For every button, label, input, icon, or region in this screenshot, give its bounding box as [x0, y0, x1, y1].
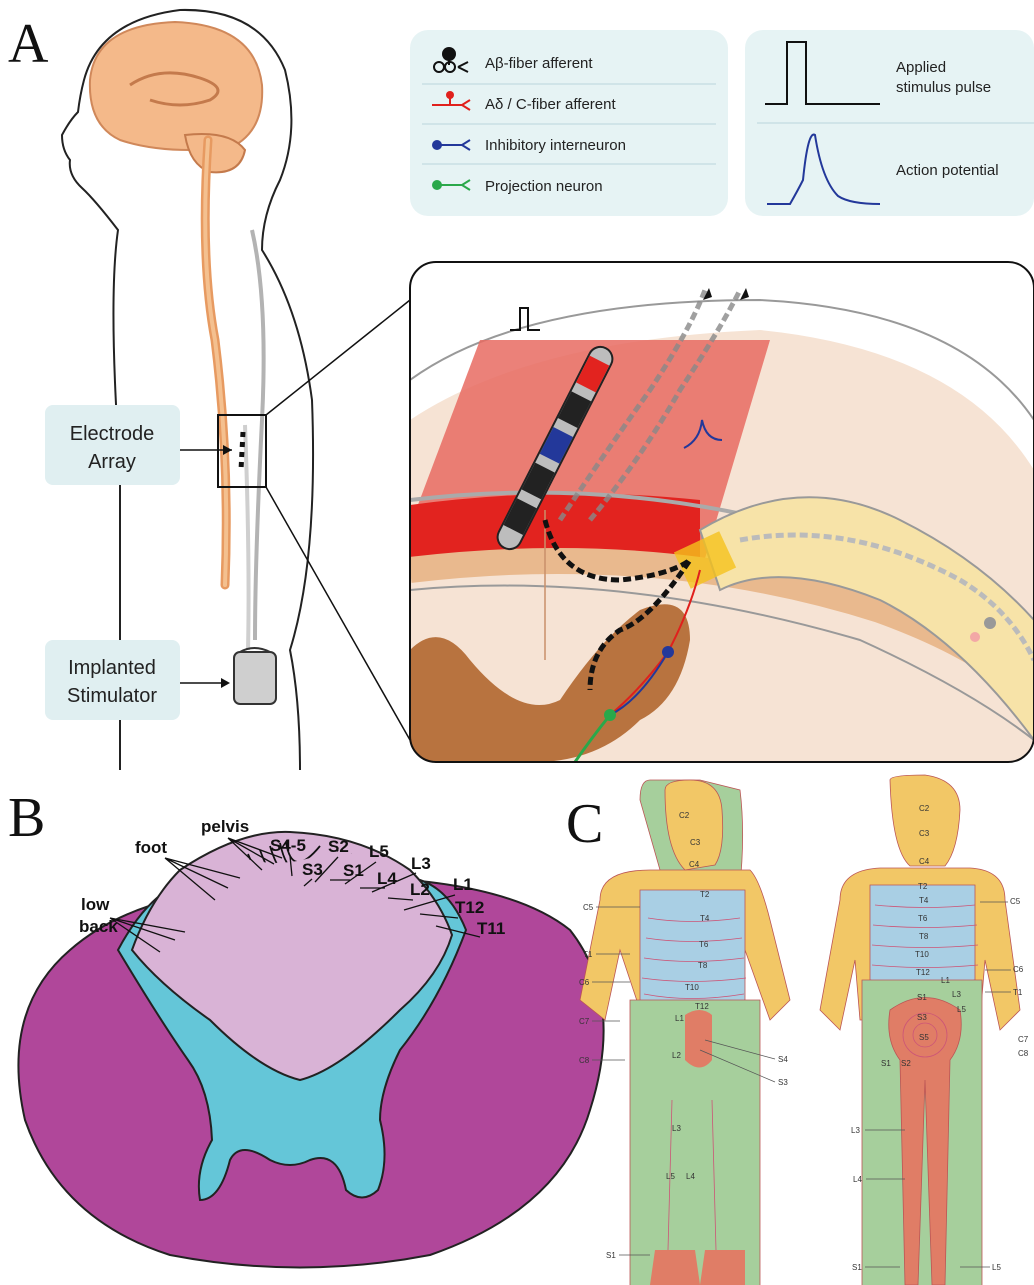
back-s1-lower-label: S1: [881, 1059, 891, 1068]
back-l1-label: L1: [941, 976, 950, 985]
panel-letter-c: C: [566, 793, 603, 855]
back-t10-label: T10: [915, 950, 929, 959]
front-t12-label: T12: [695, 1002, 709, 1011]
back-c2-label: C2: [919, 804, 930, 813]
front-c3-label: C3: [690, 838, 701, 847]
back-s2-label: S2: [901, 1059, 911, 1068]
label-foot: foot: [135, 838, 167, 857]
brain-illustration: [90, 22, 262, 172]
front-c5-label: C5: [583, 903, 594, 912]
back-t2-label: T2: [918, 882, 928, 891]
legend-label-projection: Projection neuron: [485, 178, 603, 195]
panel-letter-a: A: [8, 13, 49, 75]
back-c3-label: C3: [919, 829, 930, 838]
legend-label-ad-c-fiber: Aδ / C-fiber afferent: [485, 96, 616, 113]
back-c7-label: C7: [1018, 1035, 1029, 1044]
back-l4-label: L4: [853, 1175, 862, 1184]
dermatome-back-view: C2 C3 C4 T2 T4 T6 T8 T10 T12 C5 C6 T1 L1…: [820, 775, 1029, 1285]
back-t8-label: T8: [919, 932, 929, 941]
label-s4-5: S4-5: [270, 836, 306, 855]
back-s1-label: S1: [917, 993, 927, 1002]
label-l5: L5: [369, 842, 389, 861]
label-pelvis: pelvis: [201, 817, 249, 836]
front-c6-label: C6: [579, 978, 590, 987]
front-c4-label: C4: [689, 860, 700, 869]
back-t12-label: T12: [916, 968, 930, 977]
back-t4-label: T4: [919, 896, 929, 905]
back-t1-label: T1: [1013, 988, 1023, 997]
front-c8-label: C8: [579, 1056, 590, 1065]
front-l4-label: L4: [686, 1172, 695, 1181]
spinal-cord-inset: [410, 262, 1034, 762]
legend-label-inhibitory: Inhibitory interneuron: [485, 137, 626, 154]
back-c6-label: C6: [1013, 965, 1024, 974]
front-l5-label: L5: [666, 1172, 675, 1181]
label-l1: L1: [453, 875, 473, 894]
stimulator-label-line-1: Implanted: [68, 657, 156, 679]
electrode-label-line-2: Array: [88, 451, 136, 473]
front-t1-label: T1: [583, 950, 593, 959]
stimulator-device: [234, 648, 276, 704]
front-s4-label: S4: [778, 1055, 788, 1064]
back-c5-label: C5: [1010, 897, 1021, 906]
front-t2-label: T2: [700, 890, 710, 899]
label-t12: T12: [455, 898, 484, 917]
label-s1: S1: [343, 861, 364, 880]
label-s2: S2: [328, 837, 349, 856]
pulse-label-line-1: Applied: [896, 59, 946, 76]
front-s3-label: S3: [778, 1078, 788, 1087]
pulse-label-line-2: stimulus pulse: [896, 79, 991, 96]
label-l2: L2: [410, 880, 430, 899]
stimulator-label-line-2: Stimulator: [67, 685, 157, 707]
front-t10-label: T10: [685, 983, 699, 992]
dermatome-front-view: C2 C3 C4 T2 T4 T6 T8 T10 T12 C5 T1 C6 C7…: [579, 780, 790, 1285]
front-s1-label: S1: [606, 1251, 616, 1260]
neuron-legend: Aβ-fiber afferent Aδ / C-fiber afferent …: [410, 30, 728, 216]
front-c2-label: C2: [679, 811, 690, 820]
back-t6-label: T6: [918, 914, 928, 923]
ap-label: Action potential: [896, 162, 999, 179]
lead-wire: [252, 230, 264, 640]
front-l3-label: L3: [672, 1124, 681, 1133]
front-t6-label: T6: [699, 940, 709, 949]
back-c4-label: C4: [919, 857, 930, 866]
panel-letter-b: B: [8, 787, 45, 849]
front-l1-label: L1: [675, 1014, 684, 1023]
front-l2-label: L2: [672, 1051, 681, 1060]
label-low: low: [81, 895, 110, 914]
back-l5-foot-label: L5: [992, 1263, 1001, 1272]
back-l3-lower-label: L3: [851, 1126, 860, 1135]
back-l3-label: L3: [952, 990, 961, 999]
back-c8-label: C8: [1018, 1049, 1029, 1058]
back-l5-label: L5: [957, 1005, 966, 1014]
label-l3: L3: [411, 854, 431, 873]
front-c7-label: C7: [579, 1017, 590, 1026]
back-s5-label: S5: [919, 1033, 929, 1042]
front-t8-label: T8: [698, 961, 708, 970]
waveform-legend: Applied stimulus pulse Action potential: [745, 30, 1034, 216]
back-s1-foot-label: S1: [852, 1263, 862, 1272]
legend-label-ab-fiber: Aβ-fiber afferent: [485, 55, 593, 72]
label-t11: T11: [477, 919, 505, 938]
front-t4-label: T4: [700, 914, 710, 923]
electrode-array-lead: [241, 432, 243, 470]
back-s3-label: S3: [917, 1013, 927, 1022]
electrode-label-line-1: Electrode: [70, 423, 155, 445]
